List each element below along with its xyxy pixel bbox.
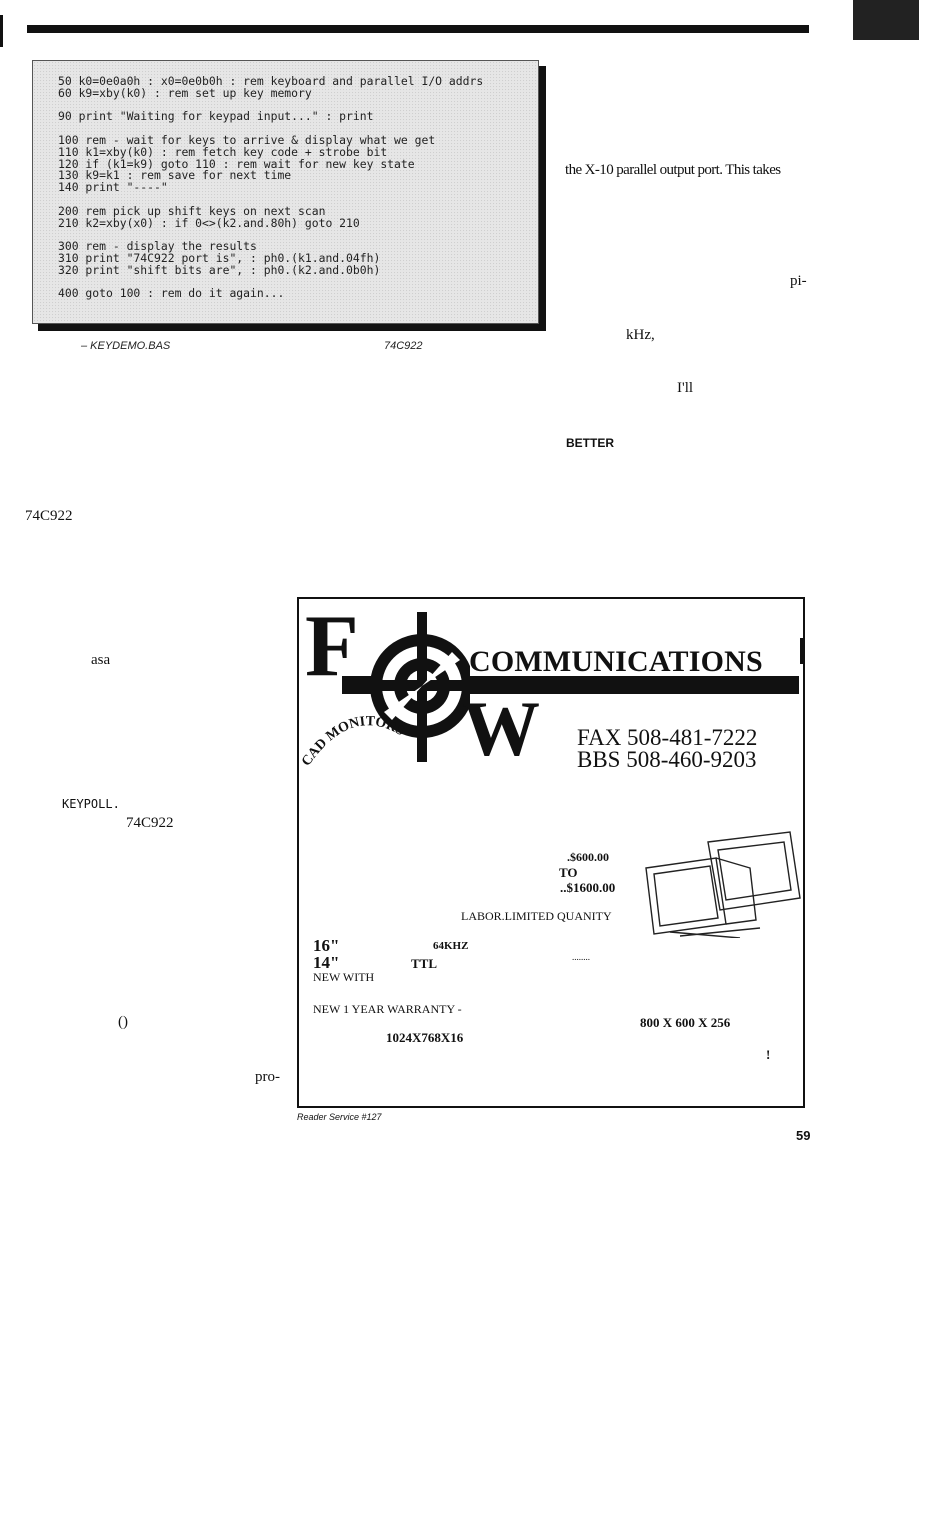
ad-size-14: 14" — [313, 953, 340, 972]
body-text-fragment: pi- — [790, 273, 807, 289]
ad-size-16: 16" — [313, 936, 340, 955]
ad-new-with: NEW WITH — [313, 970, 375, 984]
code-line: 320 print "shift bits are", : ph0.(k2.an… — [58, 262, 381, 277]
reader-service-number: Reader Service #127 — [297, 1112, 382, 1122]
code-line: 210 k2=xby(x0) : if 0<>(k2.and.80h) goto… — [58, 215, 360, 230]
ad-fax-number: FAX 508-481-7222 — [577, 725, 758, 750]
code-line: 140 print "----" — [58, 180, 168, 195]
body-text-fragment: () — [118, 1014, 128, 1030]
code-line: 60 k9=xby(k0) : rem set up key memory — [58, 85, 312, 100]
ad-labor-note: LABOR.LIMITED QUANITY — [461, 909, 612, 923]
ad-warranty: NEW 1 YEAR WARRANTY - — [313, 1002, 462, 1016]
code-line: 90 print "Waiting for keypad input..." :… — [58, 109, 374, 124]
code-line: 50 k0=0e0a0h : x0=0e0b0h : rem keyboard … — [58, 74, 484, 88]
body-text-fragment: 74C922 — [126, 815, 174, 831]
ad-exclamation: ! — [766, 1047, 771, 1062]
code-line: 100 rem - wait for keys to arrive & disp… — [58, 132, 436, 147]
ad-price-high: ..$1600.00 — [560, 880, 616, 895]
body-text-fragment: 74C922 — [25, 508, 73, 524]
ad-logo-target-icon — [354, 612, 470, 762]
code-line: 310 print "74C922 port is", : ph0.(k1.an… — [58, 250, 381, 265]
monitor-illustration — [645, 831, 801, 938]
code-listing: 50 k0=0e0a0h : x0=0e0b0h : rem keyboard … — [58, 74, 533, 301]
code-listing-box — [32, 60, 539, 324]
body-text-fragment: asa — [91, 652, 111, 668]
ad-logo-letter-f: F — [305, 598, 359, 695]
page-number: 59 — [796, 1128, 811, 1143]
svg-text:CAD MONITORS SPECIALS!: CAD MONITORS SPECIALS! — [300, 705, 407, 769]
body-text-fragment: pro- — [255, 1069, 280, 1085]
figure-caption-chip: 74C922 — [384, 340, 423, 352]
section-heading-fragment: BETTER — [566, 436, 614, 450]
header-rule — [27, 25, 809, 33]
body-text-fragment: the X-10 parallel output port. This take… — [565, 162, 781, 178]
ad-logo-letter-w: W — [462, 685, 540, 772]
code-line: 120 if (k1=k9) goto 110 : rem wait for n… — [58, 156, 415, 171]
ad-dots: ........ — [572, 952, 590, 962]
body-text-fragment: kHz, — [626, 327, 655, 343]
corner-tab — [853, 0, 919, 40]
code-line: 400 goto 100 : rem do it again... — [58, 286, 285, 301]
code-line: 110 k1=xby(k0) : rem fetch key code + st… — [58, 144, 388, 159]
ad-resolution-1: 800 X 600 X 256 — [640, 1015, 731, 1030]
ad-bbs-number: BBS 508-460-9203 — [577, 747, 757, 772]
body-text-fragment: KEYPOLL. — [62, 797, 120, 811]
body-text-fragment: I'll — [677, 380, 694, 396]
ad-price-low: .$600.00 — [567, 850, 609, 864]
ad-resolution-2: 1024X768X16 — [386, 1030, 464, 1045]
code-line: 130 k9=k1 : rem save for next time — [58, 168, 292, 183]
ad-edge-mark — [800, 638, 803, 664]
code-line: 300 rem - display the results — [58, 239, 257, 254]
ad-64khz: 64KHZ — [433, 940, 469, 952]
ad-specials-badge: CAD MONITORS SPECIALS! — [300, 705, 407, 769]
ad-ttl: TTL — [411, 956, 438, 971]
ad-price-to: TO — [559, 865, 578, 880]
code-box-shadow — [38, 322, 546, 331]
advertisement-box — [297, 597, 805, 1108]
margin-mark — [0, 15, 3, 47]
code-line: 200 rem pick up shift keys on next scan — [58, 203, 326, 218]
code-box-shadow — [537, 66, 546, 331]
ad-company-name: COMMUNICATIONS — [469, 645, 763, 678]
figure-caption-title: – KEYDEMO.BAS — [81, 340, 171, 352]
